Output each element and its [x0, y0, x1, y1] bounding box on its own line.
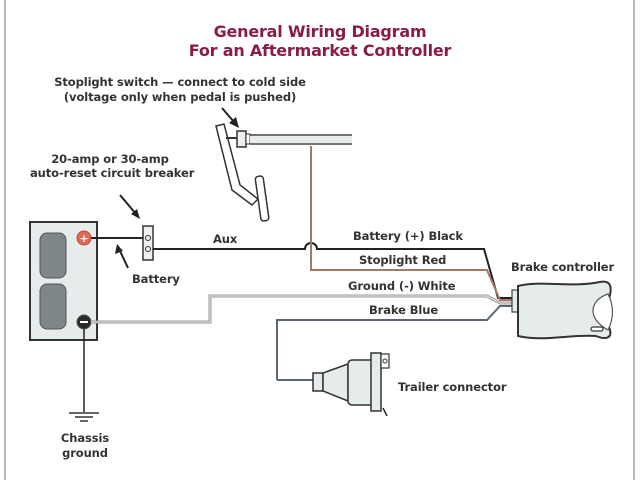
diagram-title-line1: General Wiring Diagram	[213, 22, 427, 41]
brake-blue-wire	[276, 305, 515, 380]
aux-label: Aux	[213, 232, 238, 246]
battery-positive-black-wire	[153, 242, 515, 299]
breaker-label-line1: 20-amp or 30-amp	[51, 152, 169, 166]
ground-white-wire	[91, 294, 515, 324]
stoplight-switch-label-line1: Stoplight switch — connect to cold side	[54, 75, 306, 89]
trailer-connector-icon	[312, 352, 390, 417]
wire-label-brake-blue: Brake Blue	[369, 303, 439, 317]
stoplight-switch-arrow-icon	[221, 107, 239, 128]
chassis-ground-label-line1: Chassis	[60, 431, 110, 445]
battery-label: Battery	[132, 272, 180, 286]
trailer-connector-label: Trailer connector	[398, 380, 507, 394]
chassis-ground-icon	[69, 329, 99, 422]
wire-label-ground-white: Ground (-) White	[348, 279, 456, 293]
frame-border-left	[4, 0, 6, 480]
frame-border-right	[633, 0, 635, 480]
brake-controller-icon	[511, 280, 614, 340]
wire-label-battery-black: Battery (+) Black	[353, 229, 463, 243]
brake-pedal-icon	[215, 123, 270, 222]
breaker-arrow-icon	[119, 194, 140, 219]
diagram-title-line2: For an Aftermarket Controller	[188, 41, 452, 60]
breaker-label-line2: auto-reset circuit breaker	[30, 166, 195, 180]
svg-text:+: +	[79, 232, 88, 245]
chassis-ground-label-line2: ground	[62, 446, 108, 460]
wire-label-stoplight-red: Stoplight Red	[359, 253, 447, 267]
battery-wire-arrow-icon	[115, 244, 129, 269]
stoplight-switch-label-line2: (voltage only when pedal is pushed)	[63, 90, 297, 104]
stoplight-red-wire	[310, 146, 515, 301]
circuit-breaker-icon	[142, 225, 154, 261]
battery-icon: +	[29, 221, 98, 341]
stoplight-switch-icon	[226, 130, 352, 148]
brake-controller-label: Brake controller	[511, 260, 615, 274]
